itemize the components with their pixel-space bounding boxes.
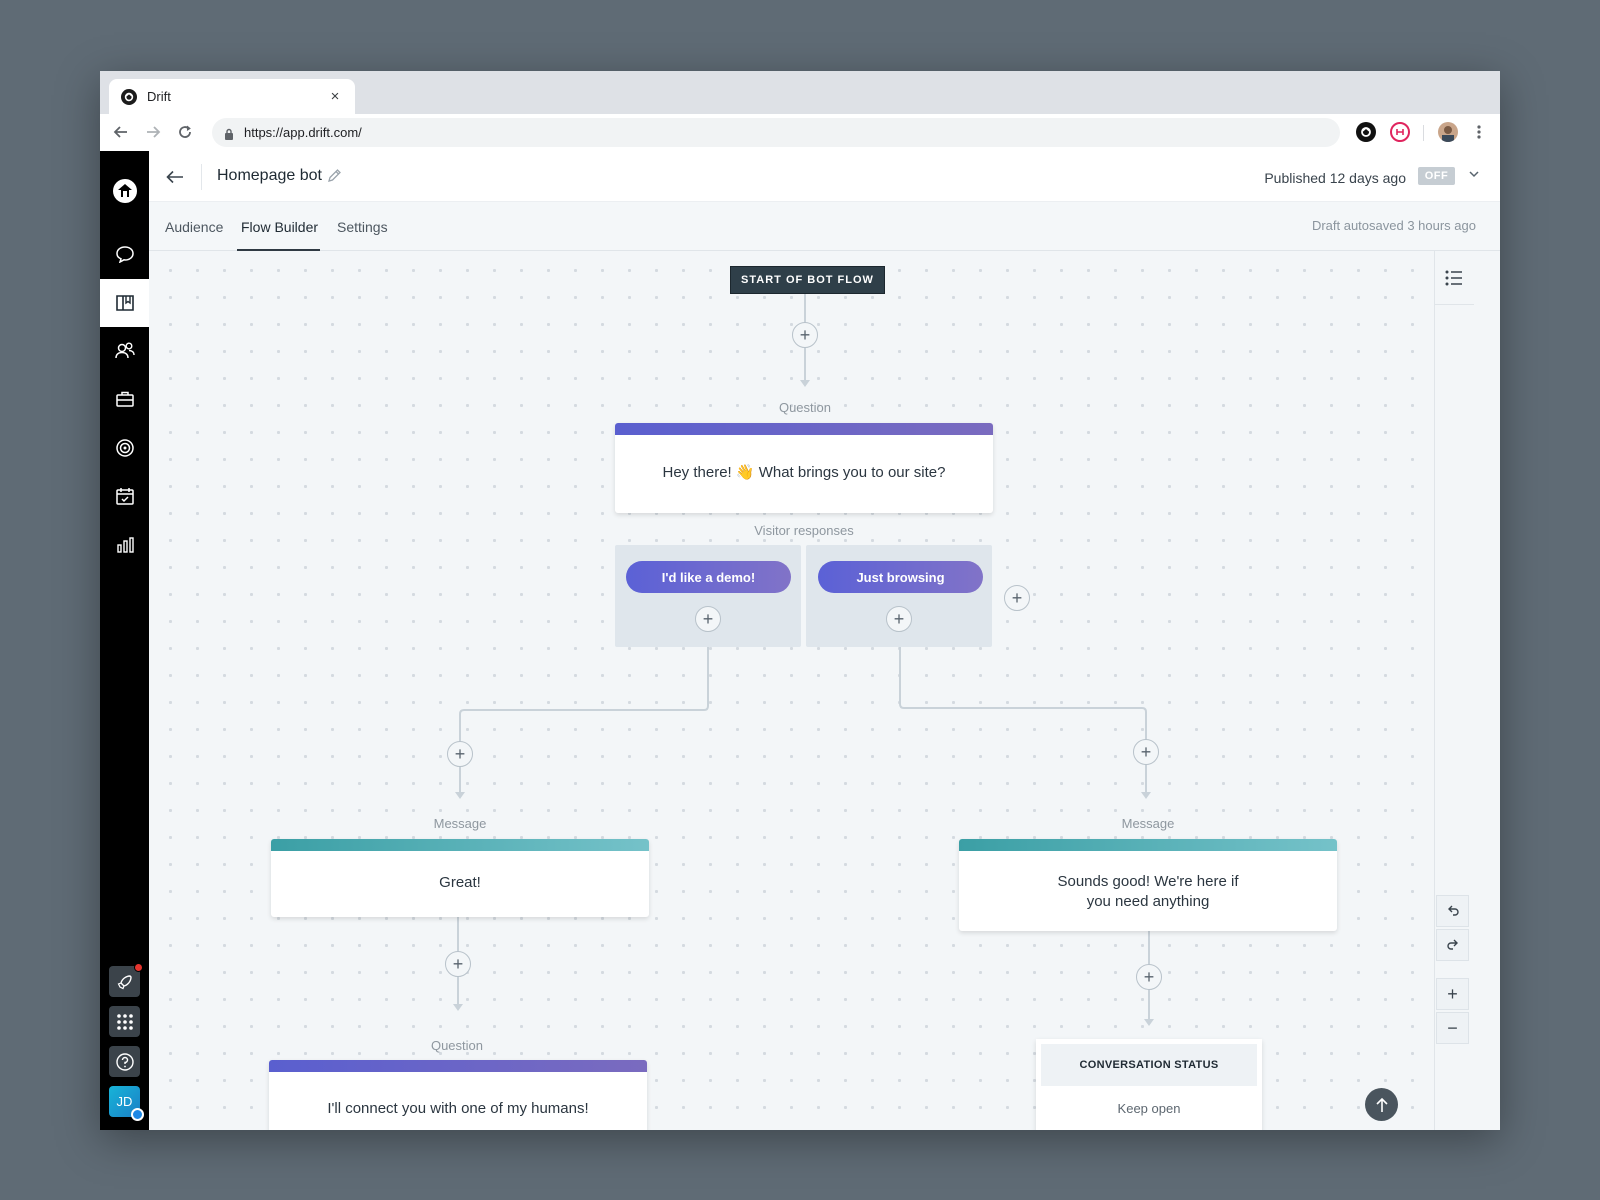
- active-tab-underline: [237, 249, 320, 251]
- question-text: I'll connect you with one of my humans!: [327, 1100, 589, 1117]
- notification-dot: [134, 963, 143, 972]
- browser-toolbar: https://app.drift.com/: [100, 114, 1500, 151]
- add-step-icon[interactable]: +: [792, 322, 818, 348]
- apps-grid-icon[interactable]: [109, 1006, 140, 1037]
- contacts-icon[interactable]: [100, 327, 149, 375]
- forward-icon[interactable]: [142, 121, 164, 143]
- connector-lines: [453, 293, 1154, 1026]
- add-response-icon[interactable]: +: [1004, 585, 1030, 611]
- target-icon[interactable]: [100, 424, 149, 472]
- accounts-icon[interactable]: [100, 375, 149, 423]
- question-label: Question: [778, 400, 832, 415]
- message-text: Sounds good! We're here if you need anyt…: [1057, 873, 1239, 910]
- autosave-status: Draft autosaved 3 hours ago: [1311, 218, 1476, 233]
- chevron-down-icon[interactable]: [1468, 167, 1480, 185]
- flow-canvas[interactable]: START OF BOT FLOW + Question Hey there! …: [149, 251, 1434, 1130]
- question-node[interactable]: Hey there! 👋 What brings you to our site…: [615, 423, 993, 513]
- zoom-out-button[interactable]: −: [1436, 1012, 1469, 1044]
- calendar-icon[interactable]: [100, 472, 149, 520]
- visitor-responses-label: Visitor responses: [754, 523, 854, 538]
- start-of-flow-node[interactable]: START OF BOT FLOW: [730, 266, 885, 294]
- add-step-icon[interactable]: +: [1133, 739, 1159, 765]
- message-label: Message: [433, 816, 487, 831]
- conversation-status-title: CONVERSATION STATUS: [1041, 1044, 1257, 1086]
- message-text: Great!: [439, 874, 481, 891]
- question-bar: [269, 1060, 647, 1072]
- message-node-sounds-good[interactable]: Sounds good! We're here if you need anyt…: [959, 839, 1337, 931]
- profile-avatar-icon[interactable]: [1438, 122, 1458, 142]
- add-step-icon[interactable]: +: [445, 951, 471, 977]
- sub-navigation: Audience Flow Builder Settings Draft aut…: [149, 202, 1500, 251]
- zoom-in-button[interactable]: +: [1436, 978, 1469, 1010]
- bot-name: Homepage bot: [217, 167, 322, 184]
- back-icon[interactable]: [110, 121, 132, 143]
- response-button-demo[interactable]: I'd like a demo!: [626, 561, 791, 593]
- question-bar: [615, 423, 993, 435]
- address-bar[interactable]: https://app.drift.com/: [212, 118, 1340, 147]
- playbooks-icon[interactable]: [100, 279, 149, 327]
- reload-icon[interactable]: [174, 121, 196, 143]
- tab-audience[interactable]: Audience: [165, 219, 224, 235]
- message-label: Message: [1121, 816, 1175, 831]
- app-header: Homepage bot Published 12 days ago OFF: [149, 151, 1500, 202]
- tab-flow-builder[interactable]: Flow Builder: [241, 219, 319, 235]
- verified-badge-icon: [131, 1108, 144, 1121]
- question-text: Hey there! 👋 What brings you to our site…: [662, 464, 946, 481]
- help-icon[interactable]: [109, 1046, 140, 1077]
- tab-settings[interactable]: Settings: [337, 219, 388, 235]
- add-step-icon[interactable]: +: [1136, 964, 1162, 990]
- browser-tab[interactable]: Drift ×: [109, 79, 355, 114]
- published-status: Published 12 days ago: [1264, 170, 1406, 186]
- browser-menu-icon[interactable]: [1468, 121, 1490, 143]
- add-step-icon[interactable]: +: [886, 606, 912, 632]
- question-label: Question: [430, 1038, 484, 1053]
- avatar-initials: JD: [116, 1094, 133, 1109]
- back-arrow-icon[interactable]: [163, 165, 187, 189]
- conversation-status-value: Keep open: [1117, 1101, 1181, 1116]
- message-bar: [271, 839, 649, 851]
- hubspot-extension-icon[interactable]: [1390, 122, 1410, 142]
- avatar[interactable]: JD: [109, 1086, 144, 1121]
- chat-icon[interactable]: [100, 230, 149, 278]
- header-divider: [201, 164, 202, 190]
- add-step-icon[interactable]: +: [695, 606, 721, 632]
- question-node-connect[interactable]: I'll connect you with one of my humans!: [269, 1060, 647, 1130]
- status-toggle[interactable]: OFF: [1418, 167, 1455, 185]
- rocket-icon[interactable]: [109, 963, 143, 997]
- url-text: https://app.drift.com/: [244, 125, 362, 140]
- message-node-great[interactable]: Great!: [271, 839, 649, 917]
- drift-logo-icon[interactable]: [100, 167, 149, 215]
- reports-icon[interactable]: [100, 521, 149, 569]
- redo-icon[interactable]: [1436, 929, 1469, 961]
- lock-icon: [224, 127, 234, 140]
- tab-title: Drift: [147, 89, 171, 104]
- undo-icon[interactable]: [1436, 895, 1469, 927]
- conversation-status-node[interactable]: CONVERSATION STATUS Keep open: [1036, 1039, 1262, 1130]
- message-bar: [959, 839, 1337, 851]
- add-step-icon[interactable]: +: [447, 741, 473, 767]
- browser-window: Drift × https://app.drift.com/: [100, 71, 1500, 1130]
- scroll-to-top-icon[interactable]: [1365, 1088, 1398, 1121]
- outline-list-icon[interactable]: [1434, 251, 1474, 305]
- toolbar-divider: [1423, 125, 1424, 141]
- drift-favicon-icon: [121, 88, 137, 105]
- tab-close-icon[interactable]: ×: [330, 88, 340, 105]
- browser-tabstrip: Drift ×: [100, 71, 1500, 114]
- edit-pencil-icon[interactable]: [327, 168, 342, 188]
- drift-extension-icon[interactable]: [1356, 122, 1376, 142]
- response-button-browsing[interactable]: Just browsing: [818, 561, 983, 593]
- app-sidebar: JD: [100, 151, 149, 1130]
